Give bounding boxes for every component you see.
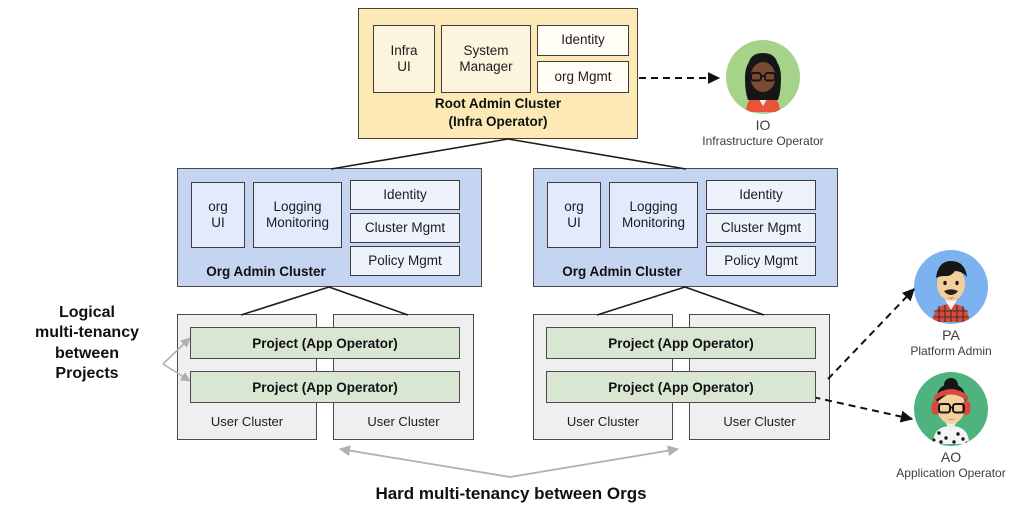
persona-platform-admin-role: Platform Admin: [910, 344, 992, 359]
connector-orgright-to-usercluster-2: [684, 286, 765, 316]
project-right-2[interactable]: Project (App Operator): [546, 371, 816, 403]
root-admin-cluster-title-line1: Root Admin Cluster: [434, 96, 562, 112]
org-left-component-cluster-mgmt[interactable]: Cluster Mgmt: [350, 213, 460, 243]
org-right-component-policy-mgmt-label: Policy Mgmt: [724, 252, 798, 268]
persona-infrastructure-operator-initials: IO: [755, 117, 771, 133]
connector-orgright-to-usercluster-1: [596, 286, 686, 316]
org-right-component-logging-monitoring[interactable]: Logging Monitoring: [609, 182, 698, 248]
user-cluster-left-2-label: User Cluster: [367, 413, 440, 429]
org-right-component-org-ui-line1: org: [564, 198, 584, 214]
arrow-hard-tenancy-right: [509, 445, 680, 478]
org-right-component-identity-label: Identity: [739, 186, 783, 202]
org-admin-cluster-left-title: Org Admin Cluster: [206, 263, 326, 279]
logical-multitenancy-note-line1: Logical: [58, 304, 115, 321]
persona-infrastructure-operator-role: Infrastructure Operator: [702, 134, 824, 149]
user-cluster-left-1-label: User Cluster: [210, 413, 284, 429]
persona-platform-admin-initials: PA: [942, 327, 960, 343]
root-component-org-mgmt-label: org Mgmt: [554, 68, 612, 84]
connector-root-to-org-left: [330, 138, 509, 170]
org-right-component-cluster-mgmt-label: Cluster Mgmt: [720, 219, 802, 235]
org-left-component-cluster-mgmt-label: Cluster Mgmt: [364, 219, 446, 235]
root-component-system-manager[interactable]: System Manager: [441, 25, 531, 93]
persona-application-operator[interactable]: AO Application Operator: [885, 372, 1017, 481]
root-component-infra-ui-line1: Infra: [390, 42, 418, 58]
user-cluster-right-2-label: User Cluster: [723, 413, 796, 429]
avatar-platform-admin: [914, 250, 988, 324]
org-left-component-logging-monitoring-line2: Monitoring: [265, 215, 330, 230]
logical-multitenancy-note: Logical multi-tenancy between Projects: [12, 303, 162, 385]
connector-root-to-org-right: [507, 138, 687, 170]
logical-multitenancy-note-line3: between: [54, 344, 119, 362]
org-admin-cluster-right-title: Org Admin Cluster: [562, 263, 682, 279]
root-admin-cluster-title: Root Admin Cluster (Infra Operator): [358, 92, 638, 134]
project-left-1[interactable]: Project (App Operator): [190, 327, 460, 359]
root-component-identity-label: Identity: [561, 32, 605, 48]
avatar-infrastructure-operator: [726, 40, 800, 114]
root-admin-cluster-title-line2: (Infra Operator): [448, 114, 548, 129]
org-left-component-org-ui-line2: UI: [211, 215, 225, 230]
logical-multitenancy-note-line2: multi-tenancy: [34, 324, 139, 342]
org-right-component-org-ui[interactable]: org UI: [547, 182, 601, 248]
org-left-component-identity[interactable]: Identity: [350, 180, 460, 210]
persona-infrastructure-operator[interactable]: IO Infrastructure Operator: [697, 40, 829, 149]
root-component-system-manager-line1: System: [463, 42, 509, 58]
org-left-component-policy-mgmt-label: Policy Mgmt: [368, 252, 442, 268]
project-left-2[interactable]: Project (App Operator): [190, 371, 460, 403]
connector-orgleft-to-usercluster-1: [240, 286, 330, 316]
org-left-component-org-ui[interactable]: org UI: [191, 182, 245, 248]
persona-application-operator-initials: AO: [940, 449, 962, 465]
org-right-component-identity[interactable]: Identity: [706, 180, 816, 210]
org-left-component-logging-monitoring[interactable]: Logging Monitoring: [253, 182, 342, 248]
org-right-component-cluster-mgmt[interactable]: Cluster Mgmt: [706, 213, 816, 243]
org-left-component-identity-label: Identity: [383, 186, 427, 202]
connector-orgleft-to-usercluster-2: [328, 286, 409, 316]
persona-application-operator-role: Application Operator: [896, 466, 1006, 481]
org-right-component-logging-monitoring-line2: Monitoring: [621, 215, 686, 230]
user-cluster-right-1-label: User Cluster: [566, 413, 640, 429]
root-component-infra-ui-line2: UI: [397, 59, 411, 74]
root-component-org-mgmt[interactable]: org Mgmt: [537, 61, 629, 93]
org-right-component-logging-monitoring-line1: Logging: [629, 198, 678, 214]
hard-multitenancy-note: Hard multi-tenancy between Orgs: [375, 484, 647, 503]
org-left-component-logging-monitoring-line1: Logging: [273, 198, 322, 214]
org-left-component-org-ui-line1: org: [208, 198, 228, 214]
org-left-component-policy-mgmt[interactable]: Policy Mgmt: [350, 246, 460, 276]
avatar-application-operator: [914, 372, 988, 446]
persona-platform-admin[interactable]: PA Platform Admin: [885, 250, 1017, 359]
root-component-system-manager-line2: Manager: [459, 59, 513, 74]
project-right-1[interactable]: Project (App Operator): [546, 327, 816, 359]
org-right-component-policy-mgmt[interactable]: Policy Mgmt: [706, 246, 816, 276]
root-component-identity[interactable]: Identity: [537, 25, 629, 56]
org-right-component-org-ui-line2: UI: [567, 215, 581, 230]
logical-multitenancy-note-line4: Projects: [55, 365, 119, 383]
arrow-hard-tenancy-left: [338, 445, 511, 478]
root-component-infra-ui[interactable]: Infra UI: [373, 25, 435, 93]
